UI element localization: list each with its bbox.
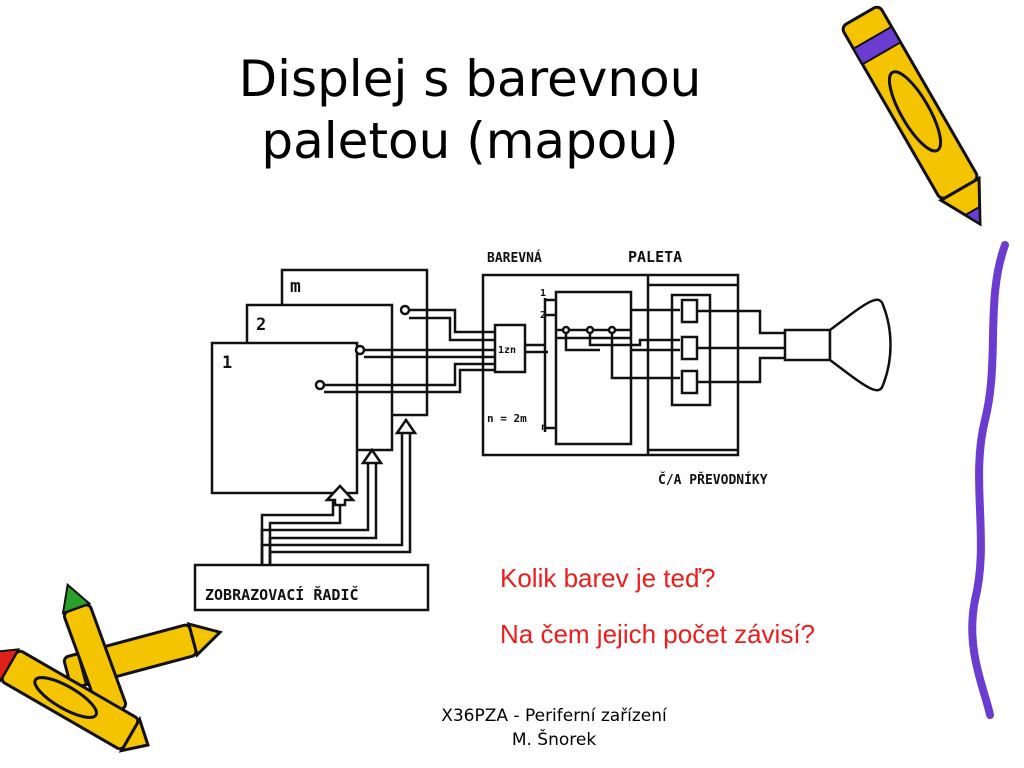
dac-2 (680, 335, 699, 361)
footer-author: M. Šnorek (511, 730, 597, 750)
slide-title-line-1: Displej s barevnou (238, 50, 702, 108)
label-plane-m: m (290, 276, 301, 297)
label-n-formula: n = 2m (487, 412, 527, 425)
label-dac: Č/A PŘEVODNÍKY (658, 472, 768, 488)
label-plane-2: 2 (256, 315, 266, 335)
dac-1 (680, 298, 699, 324)
question-1: Kolik barev je teď? (500, 563, 716, 593)
label-row-2: 2 (540, 310, 546, 321)
multiplexer-block (493, 323, 527, 374)
label-row-1: 1 (540, 288, 546, 299)
slide-footer: X36PZA - Periferní zařízení M. Šnorek (384, 704, 724, 752)
memory-plane-1 (210, 341, 359, 495)
crt-monitor-icon (783, 298, 892, 392)
slide-title-line-2: paletou (mapou) (261, 112, 679, 170)
display-controller-block (193, 563, 430, 612)
label-row-n: n (541, 422, 547, 433)
color-palette-block (481, 273, 740, 457)
dac-3 (680, 369, 699, 395)
footer-course: X36PZA - Periferní zařízení (441, 706, 667, 726)
question-2: Na čem jejich počet závisí? (500, 619, 816, 649)
label-mux: 1zn (498, 345, 516, 356)
questions-block: Kolik barev je teď? Na čem jejich počet … (500, 563, 815, 675)
label-barevna: BAREVNÁ (487, 250, 542, 266)
label-paleta: PALETA (628, 248, 682, 266)
lookup-table (554, 290, 633, 446)
label-plane-1: 1 (222, 353, 232, 373)
label-controller: ZOBRAZOVACÍ ŘADIČ (205, 585, 359, 604)
slide-title: Displej s barevnou paletou (mapou) (150, 48, 790, 172)
dac-red (670, 293, 712, 407)
